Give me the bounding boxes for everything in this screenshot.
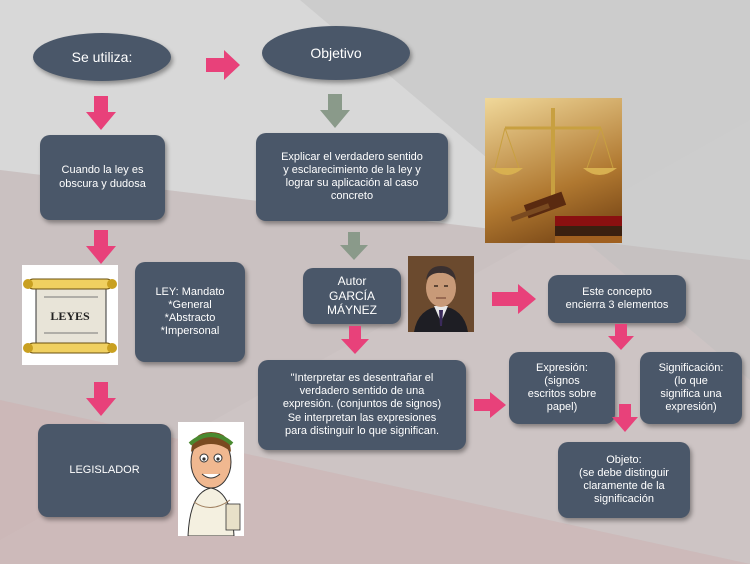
oval-objetivo-label: Objetivo <box>310 45 362 61</box>
box-autor: Autor GARCÍA MÁYNEZ <box>303 268 401 324</box>
box-cuando: Cuando la ley es obscura y dudosa <box>40 135 165 220</box>
scroll-icon: LEYES <box>23 278 117 354</box>
legislator-caricature <box>178 422 244 536</box>
arrow-down-5 <box>86 382 116 416</box>
arrow-down-4 <box>340 232 368 260</box>
arrow-down-3 <box>86 230 116 264</box>
scales-image <box>485 98 622 243</box>
arrow-down-6 <box>341 326 369 354</box>
arrow-down-8 <box>612 404 638 432</box>
box-significacion: Significación: (lo que significa una exp… <box>640 352 742 424</box>
arrow-down-2 <box>320 94 350 128</box>
box-expresion: Expresión: (signos escritos sobre papel) <box>509 352 615 424</box>
oval-objetivo: Objetivo <box>262 26 410 80</box>
arrow-down-7 <box>608 324 634 350</box>
arrow-down-1 <box>86 96 116 130</box>
caricature-icon <box>187 432 241 536</box>
oval-se-utiliza: Se utiliza: <box>33 33 171 81</box>
arrow-right-3 <box>474 392 506 418</box>
leyes-scroll-image: LEYES <box>22 265 118 365</box>
box-interpretar: "Interpretar es desentrañar el verdadero… <box>258 360 466 450</box>
box-explicar: Explicar el verdadero sentido y esclarec… <box>256 133 448 221</box>
arrow-right-2 <box>492 284 536 314</box>
box-concepto: Este concepto encierra 3 elementos <box>548 275 686 323</box>
garcia-maynez-portrait <box>408 256 474 332</box>
box-ley: LEY: Mandato *General *Abstracto *Impers… <box>135 262 245 362</box>
oval-se-utiliza-label: Se utiliza: <box>71 49 133 65</box>
scales-of-justice-icon <box>491 108 622 243</box>
scroll-text: LEYES <box>50 309 90 323</box>
box-objeto: Objeto: (se debe distinguir claramente d… <box>558 442 690 518</box>
box-legislador: LEGISLADOR <box>38 424 171 517</box>
portrait-icon <box>408 256 474 332</box>
arrow-right-1 <box>206 50 240 80</box>
